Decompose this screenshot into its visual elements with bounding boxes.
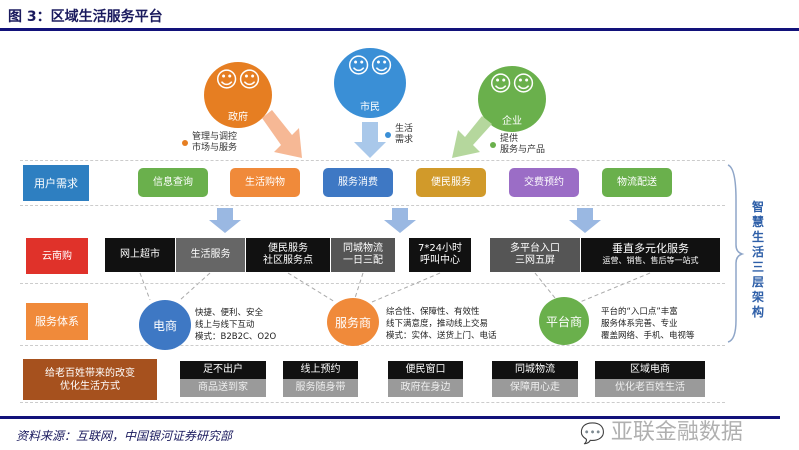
divider (20, 345, 725, 346)
platform-item: 网上超市 (105, 238, 175, 272)
people-icon: ☺☺ (215, 68, 261, 93)
row-label-service-system: 服务体系 (26, 303, 88, 340)
need-item: 物流配送 (602, 168, 672, 197)
platform-logo: 云南购 (26, 238, 88, 274)
row-label-user-needs: 用户需求 (23, 165, 89, 201)
role-description: 平台的“入口点”丰富服务体系完善、专业覆盖网络、手机、电视等 (601, 307, 695, 341)
platform-item: 7*24小时呼叫中心 (409, 238, 471, 272)
side-label: 智慧生活三层架构 (752, 200, 765, 319)
people-icon: ☺☺ (347, 54, 393, 79)
platform-item: 便民服务社区服务点 (246, 238, 330, 272)
actor-citizen: ☺☺ 市民 (334, 48, 406, 118)
actor-note-citizen: 生活需求 (385, 124, 413, 146)
actor-government: ☺☺ 政府 (204, 62, 272, 128)
platform-item: 垂直多元化服务运营、销售、售后等一站式 (581, 238, 720, 272)
arrow-green (452, 116, 492, 158)
need-item: 交费预约 (509, 168, 579, 197)
right-brace (727, 164, 745, 343)
change-item: 线上预约服务随身带 (283, 361, 358, 397)
need-item: 生活购物 (230, 168, 300, 197)
watermark: 💬亚联金融数据 (580, 420, 743, 445)
down-arrows (209, 208, 601, 233)
platform-item: 多平台入口三网五屏 (490, 238, 580, 272)
dashed-links (139, 272, 651, 303)
divider (20, 402, 725, 403)
actor-label: 企业 (502, 116, 522, 127)
arrow-orange (262, 110, 302, 158)
divider (20, 283, 725, 284)
actor-note-enterprise: 提供服务与产品 (490, 134, 545, 156)
actor-label: 政府 (228, 112, 248, 123)
source-note: 资料来源：互联网，中国银河证券研究部 (16, 429, 233, 443)
change-item: 同城物流保障用心走 (492, 361, 578, 397)
need-item: 服务消费 (323, 168, 393, 197)
figure-title: 图 3：区域生活服务平台 (8, 9, 163, 25)
role-platform-provider: 平台商 (539, 297, 589, 345)
row-label-change: 给老百姓带来的改变优化生活方式 (23, 359, 157, 400)
platform-item: 生活服务 (176, 238, 245, 272)
role-description: 快捷、便利、安全线上与线下互动模式：B2B2C、O2O (195, 308, 277, 342)
actor-enterprise: ☺☺ 企业 (478, 66, 546, 132)
platform-item: 同城物流一日三配 (331, 238, 395, 272)
divider (20, 160, 725, 161)
change-item: 便民窗口政府在身边 (388, 361, 463, 397)
actor-note-government: 管理与调控市场与服务 (182, 132, 237, 154)
actor-label: 市民 (360, 102, 380, 113)
role-service-provider: 服务商 (327, 298, 379, 346)
need-item: 便民服务 (416, 168, 486, 197)
change-item: 区域电商优化老百姓生活 (595, 361, 705, 397)
change-item: 足不出户商品送到家 (180, 361, 266, 397)
top-rule (0, 28, 799, 31)
role-ecommerce: 电商 (139, 300, 191, 350)
wechat-icon: 💬 (580, 421, 605, 445)
need-item: 信息查询 (138, 168, 208, 197)
role-description: 综合性、保障性、有效性线下满意度，推动线上交易模式：实体、送货上门、电话 (386, 307, 497, 341)
bottom-rule (0, 416, 780, 419)
arrow-blue (354, 122, 386, 158)
people-icon: ☺☺ (489, 72, 535, 97)
divider (20, 205, 725, 206)
